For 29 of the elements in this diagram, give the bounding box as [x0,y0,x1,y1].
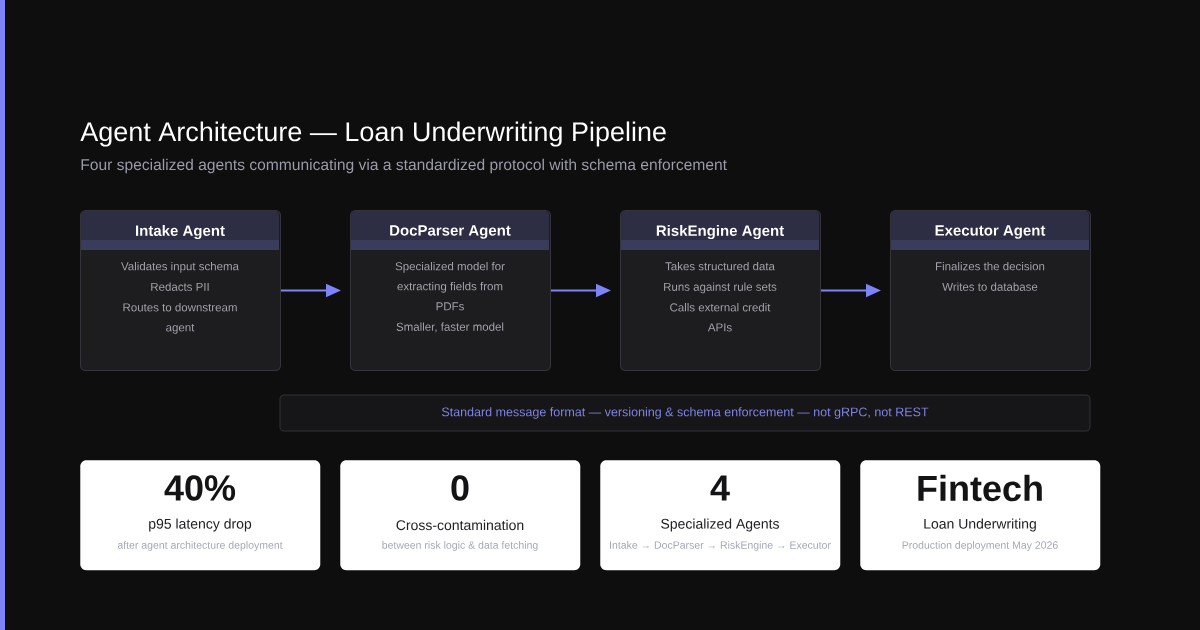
body-text: Specialized model for extracting fields from PDFs [395,261,505,311]
stat-label: Cross-contamination [396,519,524,531]
body-text: Takes structured data [665,261,775,271]
stat-label: p95 latency drop [149,518,252,532]
body-text: Writes to database [942,282,1038,291]
stat-label: Specialized Agents [661,518,779,532]
protocol-bar: Standard message format — versioning & schema enforcement — not gRPC, not REST [279,394,1091,432]
stat-value: 0 [451,475,469,501]
body-text: Smaller, faster model [396,322,504,333]
stat-value: Fintech [918,474,1042,502]
body-text: Calls external credit APIs [670,303,771,332]
stat-label: Loan Underwriting [924,518,1036,532]
body-text: Finalizes the decision [936,261,1045,271]
body-text: Validates input schema [121,261,239,273]
box-heading: Intake Agent [81,211,279,250]
stat-note: Production deployment May 2026 [902,541,1058,551]
stat-note: between risk logic & data fetching [382,541,538,551]
stat-note: Intake → DocParser → RiskEngine → Executor [610,541,831,551]
stat-value: 4 [710,475,730,501]
body-text: Redacts PII [151,282,209,291]
stat-note: after agent architecture deployment [117,541,283,551]
subtitle: Four specialized agents communicating via a standardized protocol with schema enforcement [81,158,727,174]
title: Agent Architecture — Loan Underwriting Pipeline [80,121,666,147]
body-text: Runs against rule sets [664,282,777,294]
box-heading: RiskEngine Agent [621,211,819,250]
body-text: Routes to downstream agent [123,303,237,334]
box-heading: DocParser Agent [351,211,549,250]
stat-value: 40% [164,475,236,501]
box-heading: Executor Agent [891,211,1089,250]
